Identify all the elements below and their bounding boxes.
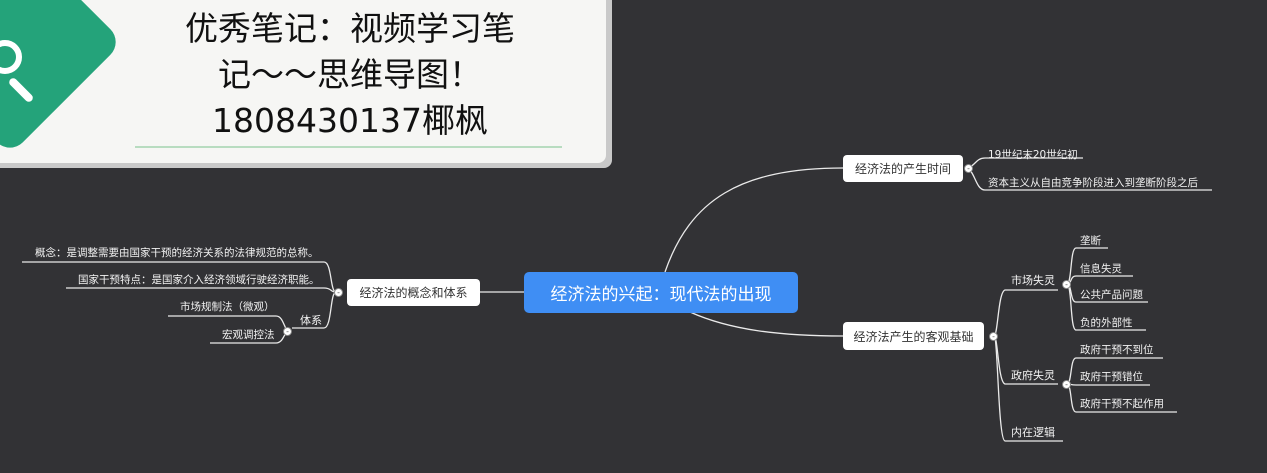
subtopic-inner-logic[interactable]: 内在逻辑 bbox=[1011, 426, 1055, 439]
leaf-information-failure[interactable]: 信息失灵 bbox=[1080, 263, 1122, 275]
subtopic-system[interactable]: 体系 bbox=[300, 314, 322, 327]
leaf-concept-definition[interactable]: 概念：是调整需要由国家干预的经济关系的法律规范的总称。 bbox=[35, 247, 319, 259]
collapse-toggle-icon[interactable]: - bbox=[964, 164, 973, 173]
leaf-gov-underreach[interactable]: 政府干预不到位 bbox=[1080, 344, 1154, 356]
collapse-toggle-icon[interactable]: - bbox=[283, 327, 292, 336]
leaf-macro-control-law[interactable]: 宏观调控法 bbox=[222, 329, 275, 341]
topic-objective-basis[interactable]: 经济法产生的客观基础 bbox=[843, 322, 984, 350]
leaf-intervention-feature[interactable]: 国家干预特点：是国家介入经济领域行驶经济职能。 bbox=[78, 274, 320, 286]
leaf-market-regulation-law[interactable]: 市场规制法（微观） bbox=[180, 301, 275, 313]
topic-production-time[interactable]: 经济法的产生时间 bbox=[843, 155, 963, 182]
banner-logo bbox=[0, 0, 124, 156]
collapse-toggle-icon[interactable]: - bbox=[1062, 280, 1071, 289]
magnifier-icon bbox=[0, 40, 22, 74]
leaf-monopoly[interactable]: 垄断 bbox=[1080, 235, 1101, 247]
subtopic-government-failure[interactable]: 政府失灵 bbox=[1011, 369, 1055, 382]
banner-underline bbox=[135, 146, 562, 148]
topic-concept-and-system[interactable]: 经济法的概念和体系 bbox=[347, 279, 480, 306]
collapse-toggle-icon[interactable]: - bbox=[1062, 380, 1071, 389]
watermark-banner: 优秀笔记：视频学习笔 记～～思维导图！ 1808430137椰枫 bbox=[0, 0, 606, 163]
leaf-negative-externality[interactable]: 负的外部性 bbox=[1080, 317, 1133, 329]
leaf-gov-misplaced[interactable]: 政府干预错位 bbox=[1080, 371, 1143, 383]
collapse-toggle-icon[interactable]: - bbox=[989, 332, 998, 341]
subtopic-market-failure[interactable]: 市场失灵 bbox=[1011, 274, 1055, 287]
leaf-time-1[interactable]: 19世纪末20世纪初 bbox=[988, 149, 1078, 161]
root-topic[interactable]: 经济法的兴起：现代法的出现 bbox=[524, 272, 798, 313]
banner-line-2: 记～～思维导图！ bbox=[218, 55, 482, 94]
collapse-toggle-icon[interactable]: - bbox=[334, 288, 343, 297]
banner-line-3: 1808430137椰枫 bbox=[212, 101, 488, 140]
leaf-time-2[interactable]: 资本主义从自由竞争阶段进入到垄断阶段之后 bbox=[988, 177, 1198, 189]
banner-line-1: 优秀笔记：视频学习笔 bbox=[185, 9, 515, 48]
leaf-public-goods[interactable]: 公共产品问题 bbox=[1080, 289, 1143, 301]
leaf-gov-ineffective[interactable]: 政府干预不起作用 bbox=[1080, 398, 1164, 410]
